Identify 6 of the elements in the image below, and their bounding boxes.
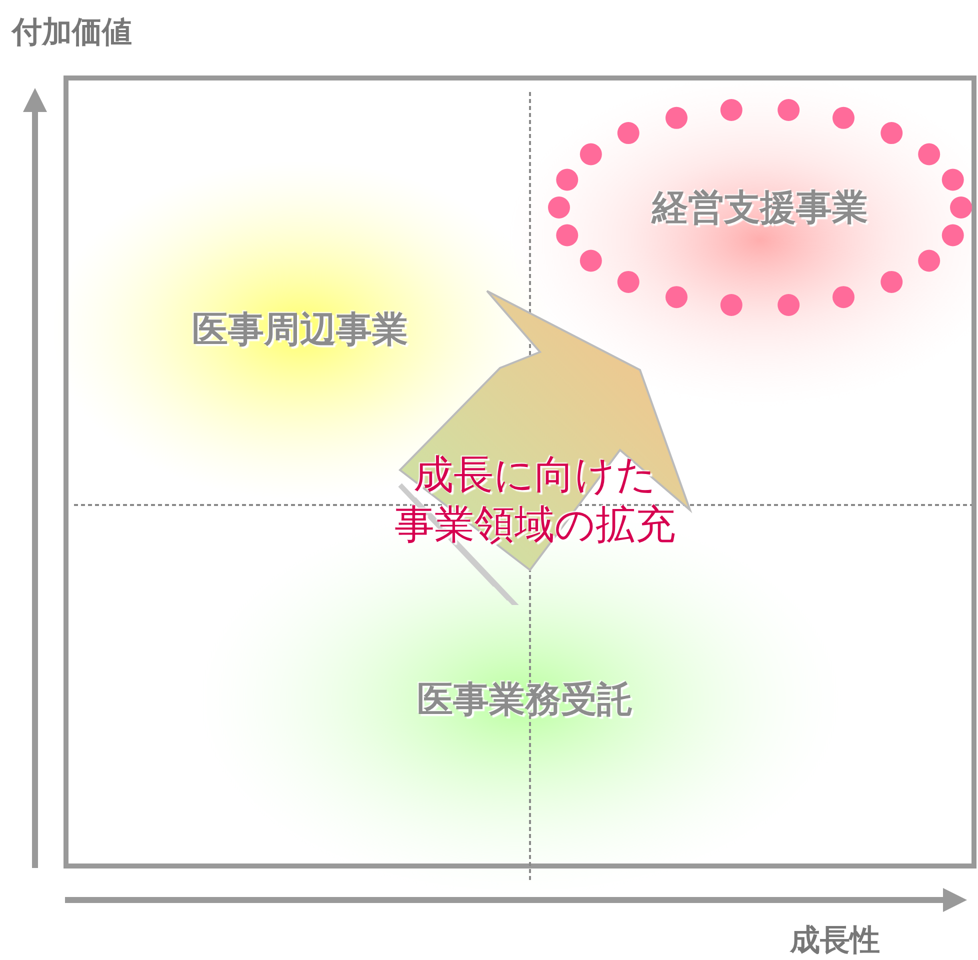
area-label: 医事周辺事業 <box>191 308 409 352</box>
area-label: 経営支援事業 <box>650 186 869 230</box>
arrow-label: 成長に向けた事業領域の拡充 <box>394 451 676 550</box>
axis-label: 付加価値 <box>12 14 132 52</box>
area-label: 医事業務受託 <box>416 678 634 722</box>
axis-label: 成長性 <box>790 922 880 960</box>
